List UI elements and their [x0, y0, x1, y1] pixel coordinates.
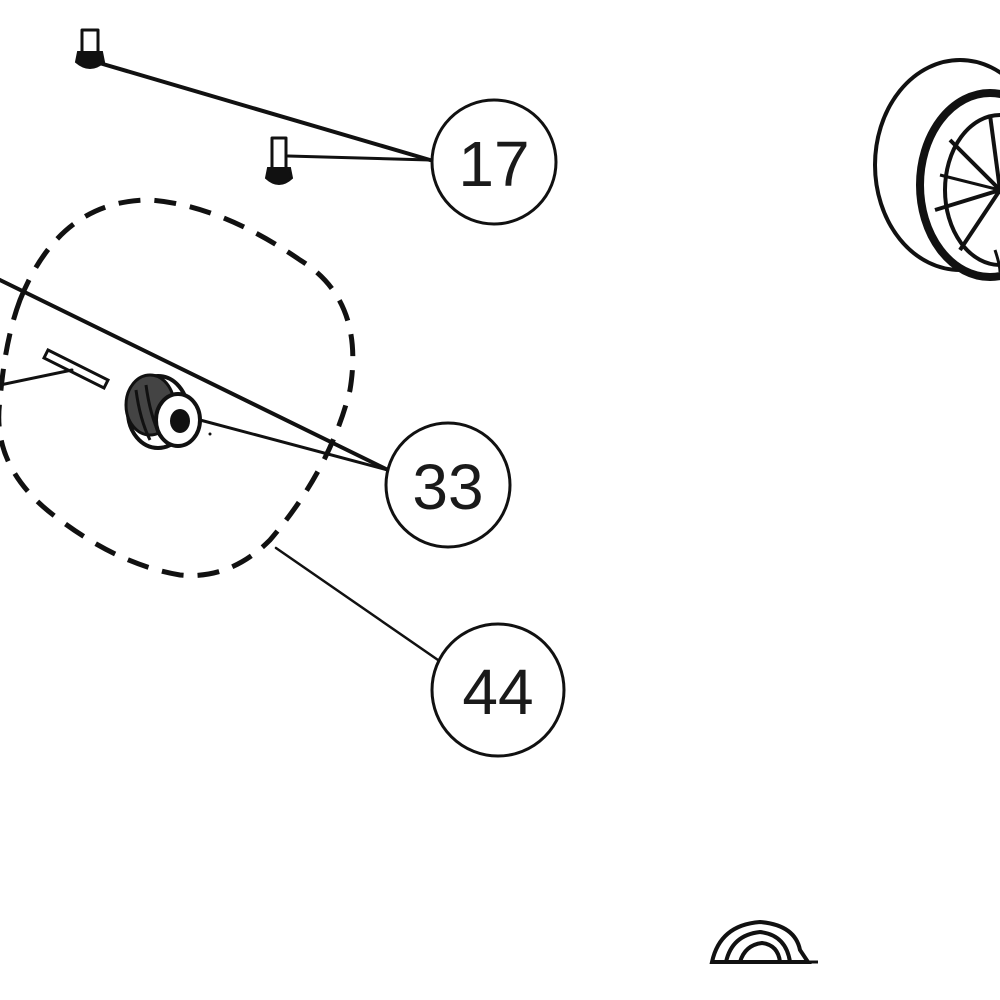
- leader-17-a: [94, 60, 432, 162]
- leader-44: [274, 546, 440, 662]
- bolt-lower: [264, 136, 294, 185]
- callout-44-label: 44: [462, 656, 533, 728]
- callout-44: 44: [430, 622, 566, 758]
- callout-33: 33: [384, 421, 512, 549]
- callout-33-label: 33: [412, 451, 483, 523]
- callout-17: 17: [430, 98, 558, 226]
- leader-33-a: [198, 418, 390, 472]
- roller-part: [124, 373, 202, 450]
- callout-17-label: 17: [458, 128, 529, 200]
- leader-17-b: [286, 154, 432, 162]
- assembly-dashed-outline: [0, 197, 356, 579]
- pin-part: [41, 347, 111, 391]
- axle-shaft: [0, 278, 390, 472]
- leader-pin: [0, 368, 74, 387]
- wheel-part: [873, 58, 1000, 281]
- roller-bottom-right: [709, 919, 818, 964]
